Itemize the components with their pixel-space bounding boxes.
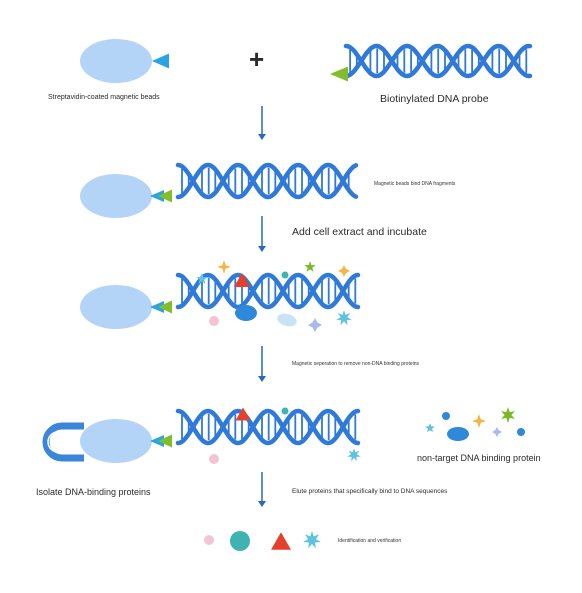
dna-helix-step2-strand-a bbox=[175, 162, 359, 200]
protein-cyan-star-small bbox=[196, 273, 208, 284]
dna-probe-helix-base-pairs bbox=[349, 48, 528, 74]
nontarget-green-star bbox=[501, 407, 515, 423]
bound-teal-dot bbox=[281, 407, 289, 415]
protein-lavender-star bbox=[308, 318, 322, 332]
dna-helix-step3-base-pairs bbox=[181, 277, 357, 305]
label-identify: Identification and verification bbox=[338, 538, 402, 544]
eluted-red-triangle bbox=[271, 532, 291, 550]
dna-helix-step2 bbox=[175, 162, 359, 200]
label-beads: Streptavidin-coated magnetic beads bbox=[48, 94, 160, 101]
dna-helix-step4 bbox=[175, 408, 361, 446]
plus-sign: + bbox=[249, 44, 265, 74]
step-arrow-4 bbox=[258, 472, 266, 507]
protein-blue-oval bbox=[235, 305, 257, 321]
protein-pink-dot bbox=[209, 316, 219, 326]
label-extract: Add cell extract and incubate bbox=[292, 226, 427, 238]
dna-helix-step4-strand-a bbox=[175, 408, 361, 446]
anchor-step3-streptavidin bbox=[150, 301, 164, 313]
bead-step3 bbox=[80, 285, 152, 329]
step-arrow-3 bbox=[258, 346, 266, 382]
dna-probe-helix bbox=[343, 43, 533, 79]
dna-helix-step4-base-pairs bbox=[181, 413, 357, 441]
dna-helix-step3 bbox=[175, 272, 361, 310]
bound-pink-dot bbox=[209, 454, 219, 464]
nontarget-blue-dot bbox=[442, 412, 450, 420]
anchor-step3-biotin bbox=[158, 300, 172, 314]
protein-orange-diamond bbox=[338, 265, 350, 277]
bound-red-triangle bbox=[235, 407, 251, 421]
label-probe: Biotinylated DNA probe bbox=[380, 93, 489, 105]
protein-paleblue-oval bbox=[277, 313, 297, 327]
magnet-icon bbox=[42, 422, 84, 462]
nontarget-blue-oval bbox=[447, 427, 469, 441]
nontarget-lavender-star bbox=[492, 427, 502, 437]
bound-cyan-star bbox=[347, 448, 361, 462]
anchor-step2-biotin bbox=[158, 189, 172, 203]
step-arrow-4-head bbox=[258, 501, 266, 507]
nontarget-cyan-star bbox=[425, 423, 435, 432]
step-arrow-3-head bbox=[258, 376, 266, 382]
dna-probe-helix-strand-b bbox=[343, 43, 533, 79]
step-arrow-2-head bbox=[258, 246, 266, 252]
eluted-pink-dot bbox=[204, 535, 214, 545]
label-nontarget: non-target DNA binding protein bbox=[417, 453, 541, 463]
anchor-step2-streptavidin bbox=[150, 190, 164, 202]
label-separation: Magnetic seperation to remove non-DNA bi… bbox=[292, 361, 420, 367]
protein-teal-dot bbox=[281, 271, 289, 279]
protein-red-triangle bbox=[234, 273, 250, 287]
dna-helix-step3-strand-a bbox=[175, 272, 361, 310]
dna-helix-step2-strand-b bbox=[175, 162, 359, 200]
dna-helix-step4-strand-b bbox=[175, 408, 361, 446]
nontarget-orange-star bbox=[472, 414, 486, 428]
step-arrow-2 bbox=[258, 216, 266, 252]
dna-probe-helix-strand-a bbox=[343, 43, 533, 79]
streptavidin-marker bbox=[152, 53, 169, 69]
protein-green-star bbox=[304, 261, 316, 272]
dna-helix-step2-base-pairs bbox=[181, 167, 350, 195]
bead-step2 bbox=[80, 174, 152, 218]
protein-orange-star bbox=[217, 260, 231, 274]
dna-helix-step3-strand-b bbox=[175, 272, 361, 310]
step-arrow-1 bbox=[258, 106, 266, 140]
label-isolate: Isolate DNA-binding proteins bbox=[36, 487, 151, 497]
biotin-marker bbox=[330, 66, 348, 82]
eluted-cyan-star bbox=[303, 531, 321, 549]
magnet-highlight bbox=[47, 431, 59, 453]
protein-cyan-star bbox=[336, 310, 352, 326]
bead-step4 bbox=[80, 419, 152, 463]
label-bind: Magnetic beads bind DNA fragments bbox=[374, 181, 456, 187]
eluted-teal-circle bbox=[230, 531, 250, 551]
anchor-step4-streptavidin bbox=[150, 435, 164, 447]
label-elute: Elute proteins that specifically bind to… bbox=[292, 488, 448, 495]
nontarget-blue-dot-2 bbox=[517, 428, 525, 436]
step-arrow-1-head bbox=[258, 134, 266, 140]
anchor-step4-biotin bbox=[158, 434, 172, 448]
magnet-u-shape bbox=[42, 422, 84, 462]
magnetic-bead bbox=[80, 39, 152, 83]
